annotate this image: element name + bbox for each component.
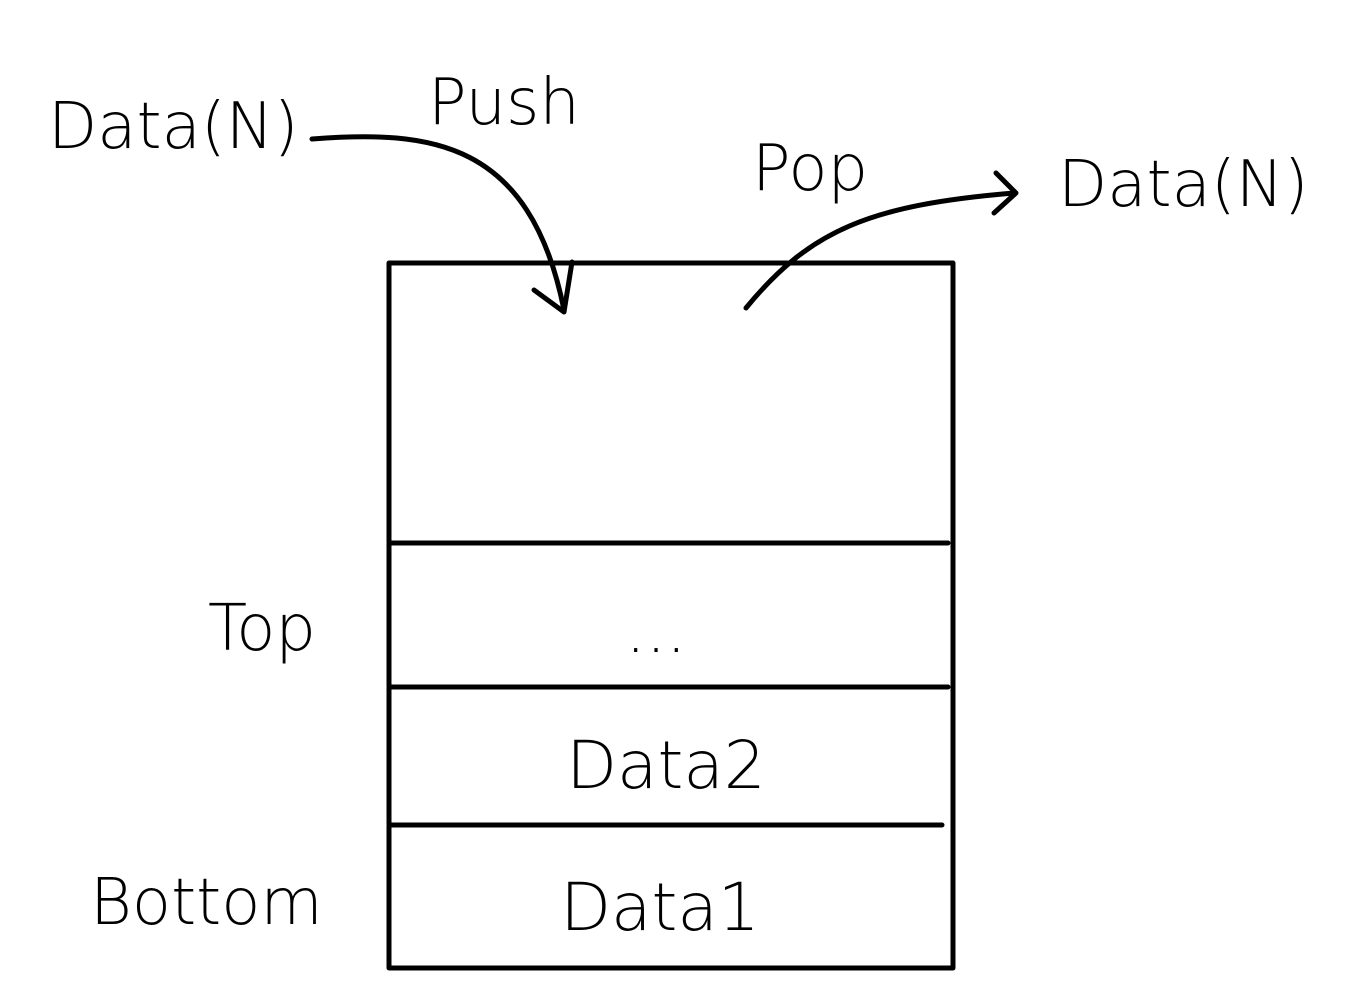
pop-arrow <box>743 190 1017 311</box>
pop-arrowhead-icon <box>991 170 1019 216</box>
stack-cell-data1: Data1 <box>560 869 760 946</box>
push-input-label: Data(N) <box>48 90 299 164</box>
top-label: Top <box>208 592 316 666</box>
push-arrowhead-icon <box>531 259 575 315</box>
stack-cell-data2: Data2 <box>566 727 766 804</box>
push-arrow <box>309 134 567 313</box>
pop-label: Pop <box>752 132 868 206</box>
bottom-label: Bottom <box>90 866 323 940</box>
stack-cell-ellipsis: ... <box>625 594 686 668</box>
stack-container <box>386 260 956 971</box>
push-label: Push <box>428 66 580 140</box>
pop-output-label: Data(N) <box>1058 148 1309 222</box>
